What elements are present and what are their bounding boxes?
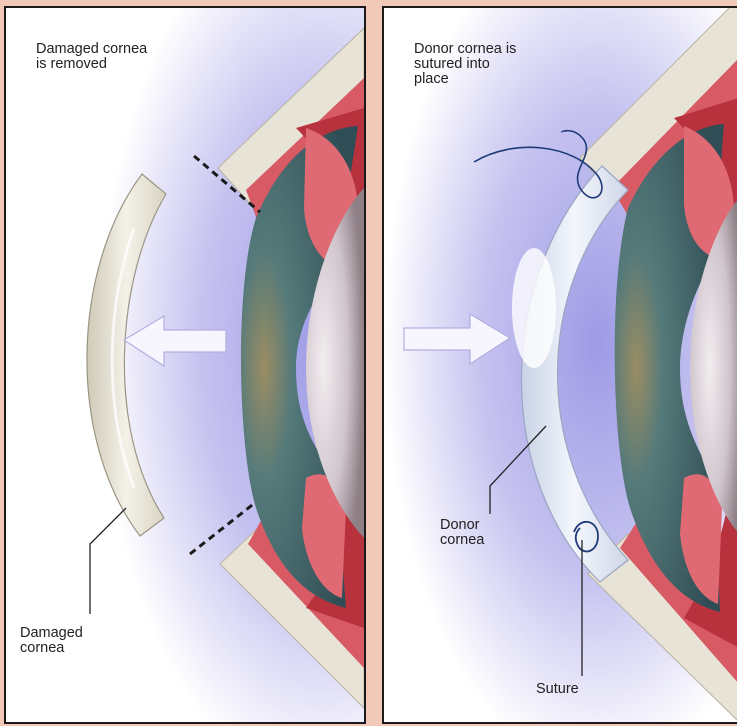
damaged-cornea-label: Damaged cornea bbox=[20, 626, 83, 656]
donor-cornea-highlight bbox=[512, 248, 556, 368]
suture-label: Suture bbox=[536, 682, 579, 697]
left-panel: Damaged cornea is removed Damaged cornea bbox=[4, 6, 366, 724]
right-caption: Donor cornea is sutured into place bbox=[414, 42, 516, 87]
donor-cornea-label: Donor cornea bbox=[440, 518, 484, 548]
cornea-suture-illustration bbox=[384, 8, 737, 722]
right-panel: Donor cornea is sutured into place Donor… bbox=[382, 6, 737, 724]
cornea-removal-illustration bbox=[6, 8, 364, 722]
left-caption: Damaged cornea is removed bbox=[36, 42, 147, 72]
